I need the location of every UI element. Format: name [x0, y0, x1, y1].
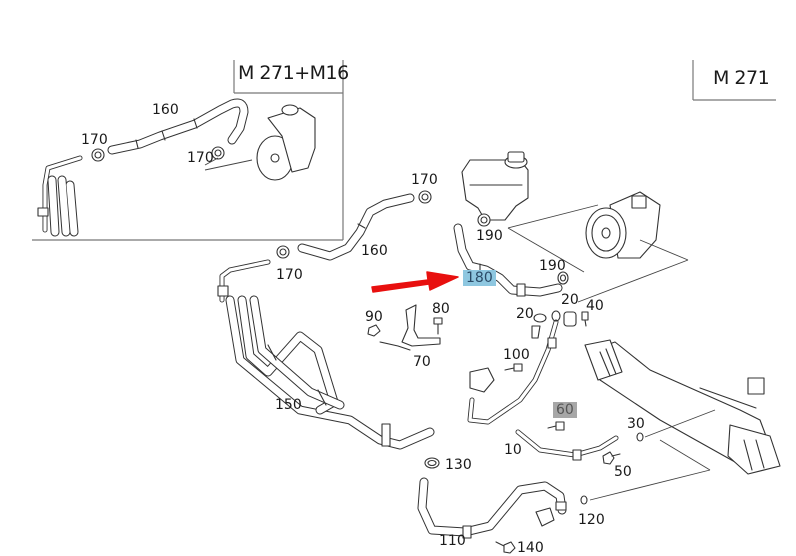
- fitting-20[interactable]: [531, 313, 547, 339]
- callout-170-top[interactable]: 170: [411, 172, 438, 188]
- pump-leaders: [507, 204, 689, 303]
- inset-pump[interactable]: [256, 104, 316, 181]
- callout-120[interactable]: 120: [578, 512, 605, 528]
- clamp-190-b[interactable]: [557, 271, 569, 285]
- bolt-40[interactable]: [581, 311, 589, 327]
- callout-100[interactable]: 100: [503, 347, 530, 363]
- variant-frame: [692, 60, 776, 101]
- hose-110[interactable]: [417, 477, 567, 539]
- callout-160[interactable]: 160: [361, 243, 388, 259]
- inset-line-150[interactable]: [37, 155, 83, 237]
- callout-190-a[interactable]: 190: [476, 228, 503, 244]
- clamp-170-top[interactable]: [418, 190, 432, 204]
- hose-10[interactable]: [467, 319, 619, 461]
- inset-clamp-170-a[interactable]: [91, 148, 105, 162]
- callout-40[interactable]: 40: [586, 298, 604, 314]
- hose-160[interactable]: [297, 193, 415, 261]
- steering-rack[interactable]: [584, 339, 781, 475]
- callout-180-selected[interactable]: 180: [463, 270, 496, 286]
- clamp-130[interactable]: [424, 457, 440, 469]
- bolt-140[interactable]: [495, 541, 516, 554]
- callout-20-b[interactable]: 20: [561, 292, 579, 308]
- clamp-190-a[interactable]: [477, 213, 491, 227]
- callout-140[interactable]: 140: [517, 540, 544, 556]
- callout-170-left[interactable]: 170: [276, 267, 303, 283]
- inset-hose-160[interactable]: [107, 98, 249, 155]
- callout-110[interactable]: 110: [439, 533, 466, 549]
- rack-leaders: [589, 409, 716, 501]
- banjo-fitting[interactable]: [563, 311, 577, 327]
- callout-90[interactable]: 90: [365, 309, 383, 325]
- callout-50[interactable]: 50: [614, 464, 632, 480]
- oring-30[interactable]: [636, 432, 644, 442]
- inset-leaders: [204, 157, 253, 171]
- callout-inset-160[interactable]: 160: [152, 102, 179, 118]
- callout-20-a[interactable]: 20: [516, 306, 534, 322]
- line-150[interactable]: [217, 259, 435, 450]
- callout-150[interactable]: 150: [275, 397, 302, 413]
- oring-120[interactable]: [580, 495, 588, 505]
- variant-label-inset: M 271+M16: [238, 62, 349, 84]
- variant-label-main: M 271: [713, 67, 770, 89]
- nut-90[interactable]: [367, 324, 381, 337]
- callout-80[interactable]: 80: [432, 301, 450, 317]
- reservoir[interactable]: [461, 151, 529, 221]
- bolt-60[interactable]: [547, 421, 565, 431]
- inset-frame: [32, 60, 344, 241]
- callout-10[interactable]: 10: [504, 442, 522, 458]
- callout-130[interactable]: 130: [445, 457, 472, 473]
- callout-inset-170-a[interactable]: 170: [81, 132, 108, 148]
- callout-30[interactable]: 30: [627, 416, 645, 432]
- callout-190-b[interactable]: 190: [539, 258, 566, 274]
- clamp-170-left[interactable]: [276, 245, 290, 259]
- oring-20[interactable]: [551, 310, 561, 322]
- bolt-50[interactable]: [602, 451, 621, 465]
- inset-clamp-170-b[interactable]: [211, 146, 225, 160]
- bolt-100[interactable]: [504, 363, 523, 372]
- callout-70[interactable]: 70: [413, 354, 431, 370]
- callout-inset-170-b[interactable]: 170: [187, 150, 214, 166]
- bolt-80[interactable]: [433, 317, 443, 335]
- steering-pump[interactable]: [585, 191, 661, 259]
- bracket-70[interactable]: [379, 304, 441, 351]
- selection-arrow-icon: [371, 271, 459, 293]
- callout-60[interactable]: 60: [553, 402, 577, 418]
